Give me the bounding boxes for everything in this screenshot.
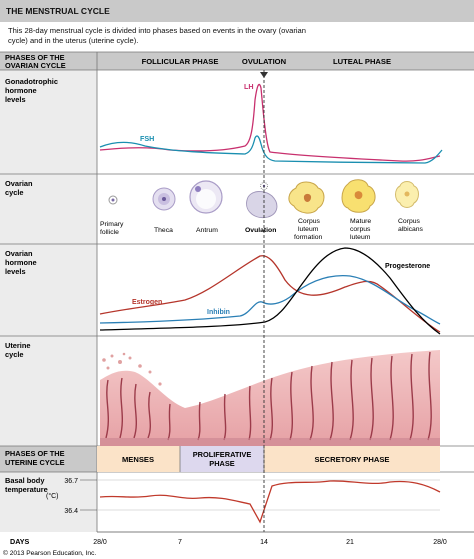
temperature-high-tick: 36.7 [64,478,78,485]
figure-title: THE MENSTRUAL CYCLE [0,0,474,22]
ovarian-cycle-label-1: Ovarian [5,179,33,188]
theca-follicle-image [152,187,176,211]
ovarian-hormone-label-2: hormone [5,258,37,267]
mature-corpus-luteum-image [341,179,376,213]
ovulation-arrow-icon [260,72,268,78]
secretory-band [264,446,440,472]
mature-cl-label-3: luteum [350,234,371,241]
temperature-curve [99,480,441,524]
cl-formation-label-1: Corpus [298,218,321,225]
gonadotropic-label-2: hormone [5,86,37,95]
uterine-label-cell [0,336,97,446]
fsh-label: FSH [140,134,154,143]
proliferative-label-2: PHASE [209,459,235,468]
temperature-label-2: temperature [5,485,48,494]
primary-follicle-image [108,195,118,205]
day-tick-21: 21 [346,539,354,546]
temperature-label-1: Basal body [5,476,45,485]
ovarian-cycle-label-2: cycle [5,188,24,197]
temperature-label-cell [0,472,97,532]
day-tick-start: 28/0 [93,539,107,546]
antrum-follicle-image [189,180,223,214]
corpus-albicans-image [395,181,419,208]
fsh-curve [99,135,443,164]
gonadotropic-label-cell [0,70,97,174]
corpus-albicans-label-1: Corpus [398,218,421,225]
ovulation-image [246,182,278,219]
ovarian-hormone-label-cell [0,244,97,336]
temperature-low-tick: 36.4 [64,508,78,515]
ovarian-cycle-label-cell [0,174,97,244]
mature-cl-label-1: Mature [350,218,371,225]
gonadotropic-label-1: Gonadotrophic [5,77,58,86]
menses-band [97,446,180,472]
estrogen-curve [99,255,441,333]
ovarian-phase-row-label-2: OVARIAN CYCLE [5,61,66,70]
day-tick-7: 7 [178,539,182,546]
ovulation-image-label: Ovulation [245,227,276,234]
uterine-phase-row-label-2: UTERINE CYCLE [5,458,65,467]
progesterone-curve [99,247,441,335]
day-tick-end: 28/0 [433,539,447,546]
gonadotropic-label-3: levels [5,95,26,104]
uterine-label-1: Uterine [5,341,30,350]
copyright-text: © 2013 Pearson Education, Inc. [3,549,96,557]
follicular-phase-label: FOLLICULAR PHASE [142,57,219,66]
lh-curve [99,83,441,162]
ovulation-header-label: OVULATION [242,57,286,66]
temperature-unit: (°C) [46,492,59,500]
proliferative-label-1: PROLIFERATIVE [193,450,252,459]
ovarian-phase-label-cell [0,52,97,70]
day-tick-14: 14 [260,539,268,546]
uterine-phase-label-cell [0,446,97,472]
antrum-label: Antrum [196,227,218,234]
menstrual-shedding-dots [102,352,162,386]
primary-follicle-label-1: Primary [100,221,124,228]
ovarian-phase-header [97,52,474,70]
corpus-albicans-label-2: albicans [398,226,424,233]
intro-text: This 28-day menstrual cycle is divided i… [8,26,307,45]
primary-follicle-label-2: follicle [100,229,119,236]
inhibin-label: Inhibin [207,309,230,316]
ovarian-hormone-label-1: Ovarian [5,249,33,258]
days-label: DAYS [10,537,30,546]
uterine-glands [105,351,432,441]
ovarian-phase-row-label-1: PHASES OF THE [5,53,65,62]
luteal-phase-label: LUTEAL PHASE [333,57,391,66]
endometrium-illustration [100,350,440,446]
ovarian-hormone-label-3: levels [5,267,26,276]
proliferative-band [180,446,264,472]
menses-label: MENSES [122,455,154,464]
cl-formation-label-3: formation [294,234,323,241]
uterine-label-2: cycle [5,350,24,359]
progesterone-label: Progesterone [385,263,430,270]
mature-cl-label-2: corpus [350,226,371,233]
basal-layer [100,438,440,446]
secretory-label: SECRETORY PHASE [315,455,390,464]
corpus-luteum-formation-image [288,181,325,214]
lh-label: LH [244,82,254,91]
uterine-phase-row-label-1: PHASES OF THE [5,449,65,458]
cl-formation-label-2: luteum [298,226,319,233]
theca-label: Theca [154,227,173,234]
estrogen-label: Estrogen [132,299,162,306]
